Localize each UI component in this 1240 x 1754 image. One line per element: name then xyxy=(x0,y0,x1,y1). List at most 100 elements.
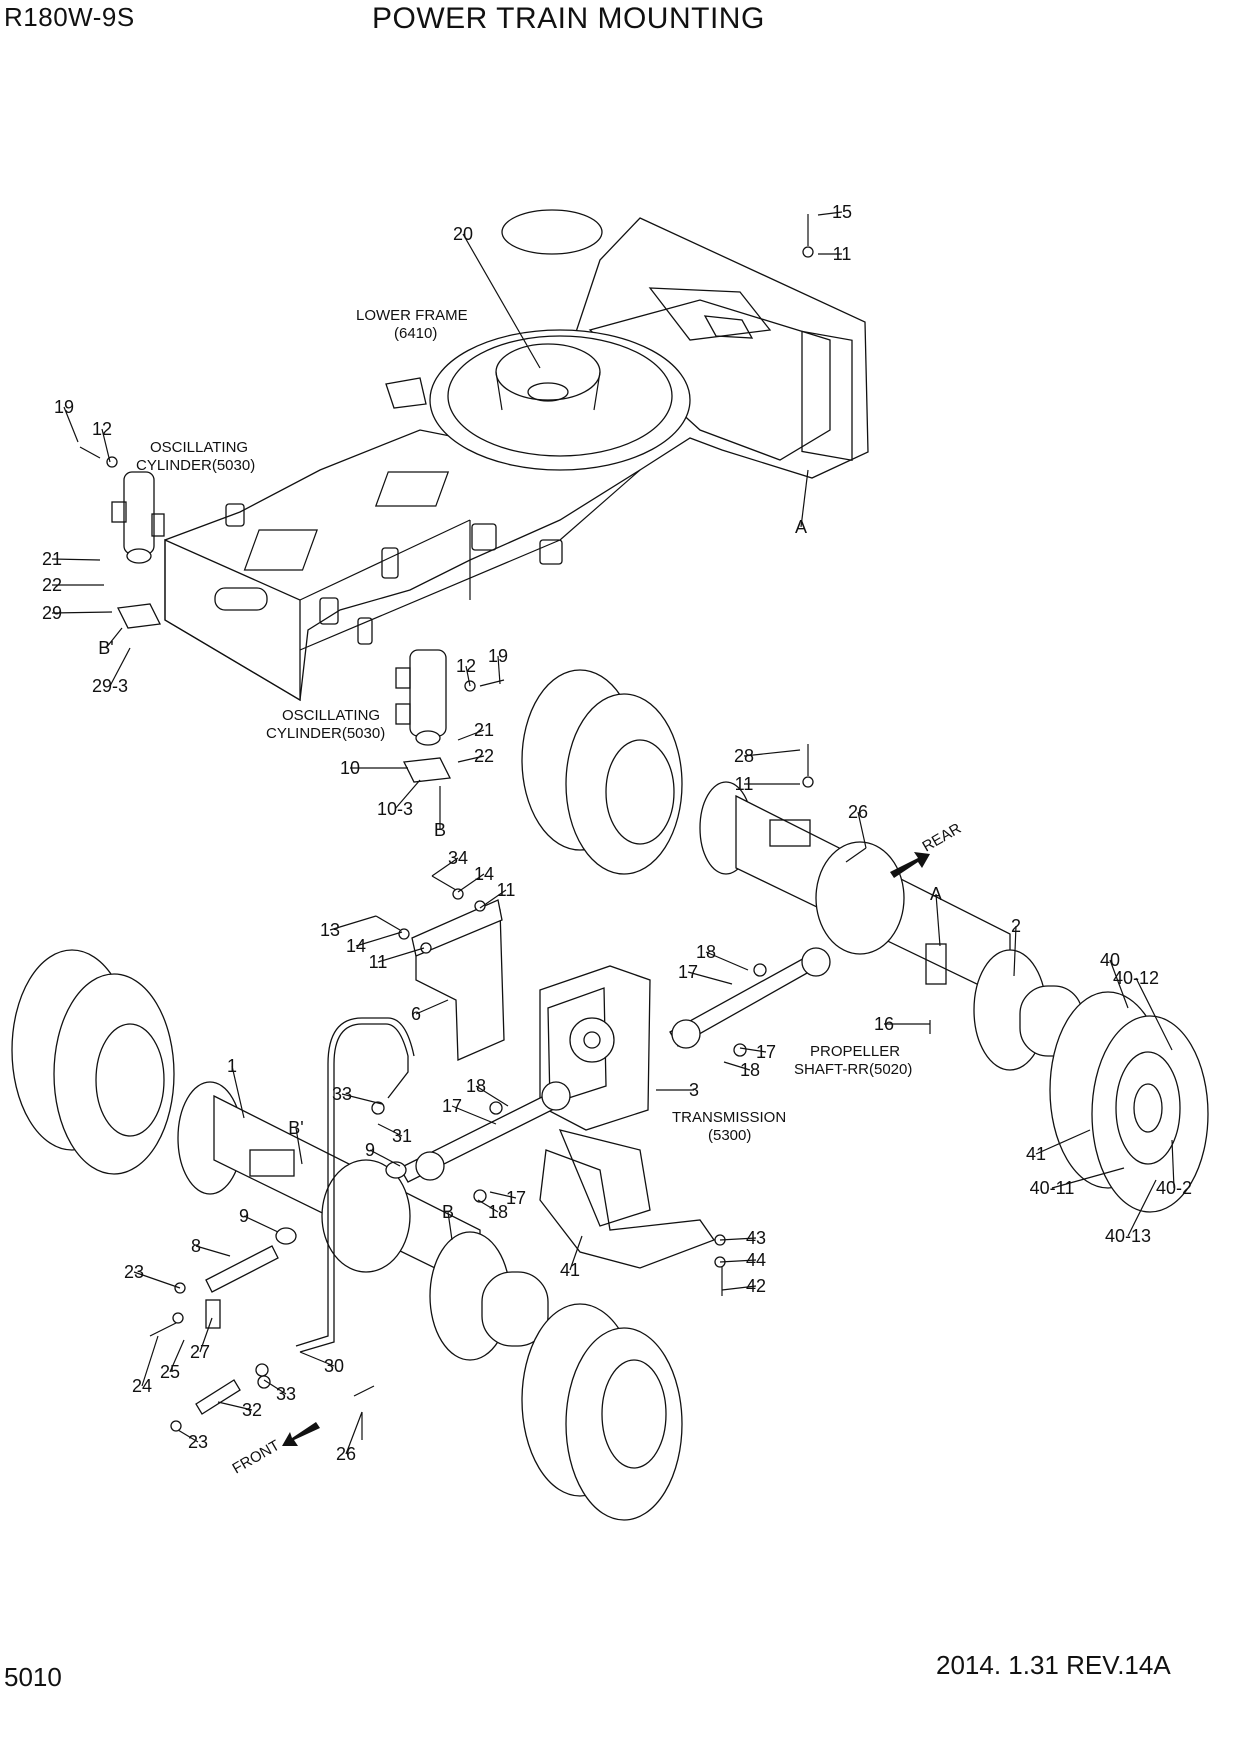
callout-50: 17 xyxy=(506,1188,526,1208)
front-axle-assembly xyxy=(11,949,683,1521)
callout-21: 26 xyxy=(848,802,868,822)
leader-line xyxy=(105,627,123,649)
callout-7: 21 xyxy=(42,549,62,569)
callout-24: 11 xyxy=(497,880,516,900)
leader-line xyxy=(1035,1129,1091,1155)
model-number: R180W-9S xyxy=(4,2,135,32)
callout-62: 24 xyxy=(132,1376,152,1396)
callout-23: 14 xyxy=(474,864,494,884)
leader-line xyxy=(51,558,101,561)
revision-date: 2014. 1.31 REV.14A xyxy=(936,1650,1171,1680)
lower-frame-name-1: LOWER FRAME xyxy=(356,307,468,324)
leader-line xyxy=(51,611,113,614)
leader-line xyxy=(329,915,377,931)
leader-line xyxy=(739,1047,767,1053)
leader-line xyxy=(169,1339,185,1373)
callout-10: B' xyxy=(98,638,113,658)
callout-37: 18 xyxy=(740,1060,760,1080)
leader-line xyxy=(1127,1179,1157,1237)
leader-line xyxy=(447,1211,453,1241)
leader-line xyxy=(415,999,449,1015)
callout-8: 22 xyxy=(42,575,62,595)
callout-41: 31 xyxy=(392,1126,412,1146)
callout-27: 11 xyxy=(369,952,388,972)
callout-18: B xyxy=(434,820,446,840)
propeller-shaft-front xyxy=(399,1081,571,1203)
callout-25: 13 xyxy=(320,920,340,940)
callout-52: B xyxy=(442,1202,454,1222)
callout-49: 18 xyxy=(488,1202,508,1222)
callout-31: 17 xyxy=(678,962,698,982)
callout-34: 6 xyxy=(411,1004,421,1024)
callout-33: 40-12 xyxy=(1113,968,1159,988)
propeller-shaft-name-2: SHAFT-RR(5020) xyxy=(794,1061,912,1078)
oscillating-cylinder-left xyxy=(79,446,165,629)
leader-line xyxy=(721,1285,757,1291)
leader-line xyxy=(141,1335,159,1387)
callout-14: 21 xyxy=(474,720,494,740)
leader-line xyxy=(719,1237,757,1241)
callout-46: 41 xyxy=(1026,1144,1046,1164)
callout-63: 30 xyxy=(324,1356,344,1376)
leader-line xyxy=(462,233,541,369)
callout-47: 40-11 xyxy=(1030,1178,1075,1198)
callout-13: 19 xyxy=(488,646,508,666)
callout-5: 19 xyxy=(54,397,74,417)
leader-line xyxy=(1171,1139,1175,1189)
callout-65: 32 xyxy=(242,1400,262,1420)
callout-45: 9 xyxy=(365,1140,375,1160)
callout-6: 12 xyxy=(92,419,112,439)
osc-cyl-center-name-2: CYLINDER(5030) xyxy=(266,725,385,742)
leader-line xyxy=(743,749,801,757)
leader-line xyxy=(377,1123,403,1137)
callout-17: 10-3 xyxy=(377,799,413,819)
osc-cyl-left-name-1: OSCILLATING xyxy=(150,439,248,456)
leader-line xyxy=(1013,925,1017,977)
callout-20: 11 xyxy=(735,774,754,794)
leader-line xyxy=(217,1401,253,1411)
page-number: 5010 xyxy=(4,1662,62,1692)
callout-16: 10 xyxy=(340,758,360,778)
o-ring-part xyxy=(501,209,603,255)
callout-2: 15 xyxy=(832,202,852,222)
leader-line xyxy=(800,469,809,528)
leader-line xyxy=(431,857,459,877)
leader-line xyxy=(569,1235,583,1271)
front-direction-label: FRONT xyxy=(230,1437,283,1478)
leader-line xyxy=(465,665,471,687)
leader-line xyxy=(243,1215,279,1233)
leader-line xyxy=(719,1259,757,1263)
callout-12: 12 xyxy=(456,656,476,676)
page-title: POWER TRAIN MOUNTING xyxy=(372,2,765,35)
callout-11: 29-3 xyxy=(92,676,128,696)
leader-lines xyxy=(51,211,1175,1455)
rear-axle-assembly xyxy=(521,669,1209,1213)
callout-55: 44 xyxy=(746,1250,766,1270)
callout-26: 14 xyxy=(346,936,366,956)
leader-line xyxy=(705,951,749,971)
callout-35: 16 xyxy=(874,1014,894,1034)
callout-42: 3 xyxy=(689,1080,699,1100)
leader-line xyxy=(479,889,507,909)
front-arrow xyxy=(282,1422,320,1446)
diagram-artwork xyxy=(11,209,1209,1521)
callout-64: 33 xyxy=(276,1384,296,1404)
callout-32: 40 xyxy=(1100,950,1120,970)
leader-line xyxy=(377,947,425,963)
leader-line xyxy=(195,1245,231,1257)
leader-line xyxy=(1051,1167,1125,1189)
callout-4: A xyxy=(795,517,807,537)
callout-44: 17 xyxy=(442,1096,462,1116)
leader-line xyxy=(101,428,111,463)
leader-line xyxy=(475,1085,509,1107)
leader-line xyxy=(1109,959,1129,1009)
rear-arrow xyxy=(890,852,930,878)
rear-direction-label: REAR xyxy=(920,820,965,856)
leader-line xyxy=(1135,977,1173,1051)
callout-67: 26 xyxy=(336,1444,356,1464)
callout-66: 23 xyxy=(188,1432,208,1452)
callout-56: 40-13 xyxy=(1105,1226,1151,1246)
leader-line xyxy=(133,1271,181,1289)
leader-line xyxy=(199,1317,213,1353)
